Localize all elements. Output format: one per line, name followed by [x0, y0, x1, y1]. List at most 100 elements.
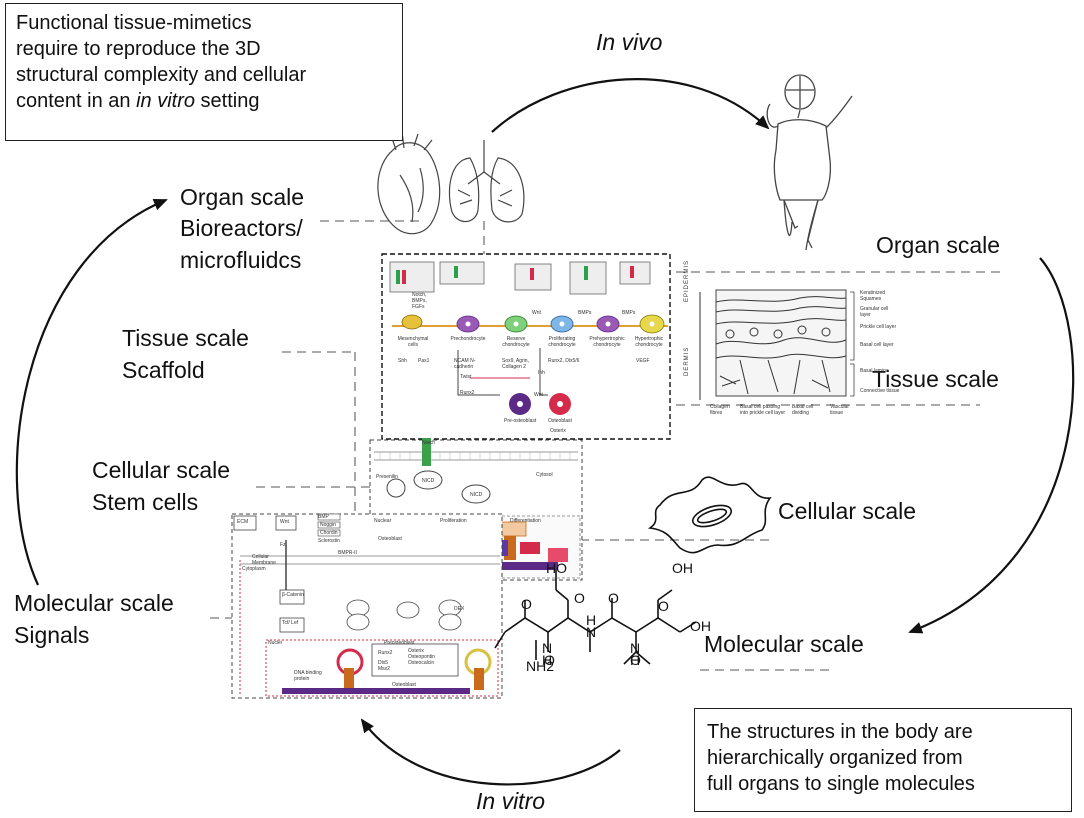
atom-n-3: N — [630, 640, 641, 656]
left-organ-scale-label: Organ scale — [180, 184, 305, 210]
atom-o-3: O — [608, 590, 619, 606]
atom-o-4: O — [544, 652, 555, 668]
atom-o-5: O — [630, 652, 641, 668]
atom-o-2: O — [521, 596, 532, 612]
arrow-right-descending — [908, 257, 1075, 634]
chondro-marker-1: Shh — [398, 358, 407, 364]
chondro-factor-4: BMPs — [622, 310, 636, 316]
left-cellular-sub-label: Stem cells — [92, 489, 199, 515]
summary-line-1: The structures in the body are — [707, 721, 973, 743]
arrow-in-vitro — [360, 718, 621, 786]
notch-panel-text: Notch Cytosol Presenilin NICD NICD Nucle… — [370, 440, 582, 580]
intro-line-4-prefix: content in an — [16, 90, 137, 112]
left-molecular-scale-label: Molecular scale — [14, 590, 174, 616]
skin-bottom-4: Vascular tissue — [830, 404, 850, 416]
summary-text-box: The structures in the body are hierarchi… — [694, 708, 1072, 812]
chondro-marker-4: Sox9, Agrin, Collagen 2 — [502, 358, 529, 370]
peptide-molecule — [494, 570, 697, 665]
bmp-label: BMP — [318, 514, 329, 520]
atom-h-1: H — [542, 652, 553, 668]
cell-sketch-icon — [647, 476, 772, 554]
chondro-factor-1: Notch, BMPs, FGFs — [412, 292, 427, 310]
summary-line-3: full organs to single molecules — [707, 773, 975, 795]
osterix-label: Osterix Osteopontin Osteocalcin — [408, 648, 435, 666]
intro-line-4-suffix: setting — [195, 90, 260, 112]
chondro-stage-2: Prechondrocyte — [450, 336, 486, 342]
dex-label: DEX — [454, 606, 465, 612]
intro-line-2: require to reproduce the 3D — [16, 38, 261, 60]
atom-oh-1: OH — [672, 560, 693, 576]
presenilin-label: Presenilin — [376, 474, 398, 480]
chondro-lower-wnt: Wnt — [534, 392, 543, 398]
skin-dermis-label: DERMIS — [684, 346, 690, 376]
in-vitro-label: In vitro — [476, 788, 546, 814]
dashed-connectors — [210, 220, 1000, 671]
skin-panel-text: EPIDERMIS DERMIS Keratinized Squames Gra… — [684, 260, 930, 420]
chondro-marker-2: Pax1 — [418, 358, 430, 364]
atom-n-1: N — [542, 640, 553, 656]
human-figure-sketch-icon — [766, 74, 853, 251]
left-tissue-sub-label: Scaffold — [122, 357, 205, 383]
skin-right-6: Connective tissue — [860, 388, 900, 394]
intro-text-box: Functional tissue-mimetics require to re… — [5, 3, 403, 141]
atom-ho: HO — [546, 560, 567, 576]
left-tissue-scale-label: Tissue scale — [122, 325, 249, 351]
bmpr-label: BMPR-II — [338, 550, 357, 556]
chondro-lower-twist: Twist — [460, 374, 472, 380]
dlx5-label: Dlx5 Msx2 — [378, 660, 390, 672]
skin-section-panel — [699, 289, 855, 400]
atom-oh-2: OH — [690, 618, 711, 634]
skin-right-2: Granular cell layer — [860, 306, 889, 318]
skin-right-4: Basal cell layer — [860, 342, 894, 348]
fz-label: Fz — [280, 542, 286, 548]
atom-o-6: O — [658, 598, 669, 614]
atom-o-1: O — [574, 590, 585, 606]
heart-sketch-icon — [377, 131, 441, 235]
skin-right-1: Keratinized Squames — [860, 290, 886, 302]
intro-line-1: Functional tissue-mimetics — [16, 12, 252, 34]
in-vivo-label: In vivo — [596, 29, 663, 55]
tcf-lef-label: Tcf/ Lef — [282, 620, 299, 626]
atom-h-2: H — [586, 612, 597, 628]
membrane-label: Cellular Membrane — [252, 554, 276, 566]
right-organ-scale-label: Organ scale — [876, 232, 1001, 258]
chondro-marker-5: Runx2, Dlx5/6 — [548, 358, 580, 364]
arrow-in-vivo — [491, 78, 770, 133]
osteoblast-label-2: Osteoblast — [392, 682, 416, 688]
chondro-marker-7: VEGF — [636, 358, 650, 364]
intro-line-4: content in an in vitro setting — [16, 88, 392, 114]
skin-bottom-2: Basal cell passing into prickle cell lay… — [740, 404, 786, 416]
chondro-stage-4: Proliferating chondrocyte — [548, 336, 576, 348]
runx2-label: Runx2 — [378, 650, 393, 656]
intro-line-3: structural complexity and cellular — [16, 64, 307, 86]
atom-n-2: N — [586, 624, 597, 640]
signal-panel-text: ECM Wnt BMP Noggin Chordin Sclerostin Fz… — [232, 514, 502, 698]
atom-nh2: NH2 — [526, 658, 555, 674]
right-molecular-scale-label: Molecular scale — [704, 631, 864, 657]
nuclear-label: Nuclear — [374, 518, 392, 524]
beta-catenin-label: β-Catenin — [282, 592, 304, 598]
chondro-marker-3: NCAM N-cadherin — [454, 358, 476, 370]
chondro-lower-preosteoblast: Pre-osteoblast — [504, 418, 537, 424]
atom-h-3: H — [630, 652, 641, 668]
proliferation-label: Proliferation — [440, 518, 467, 524]
chondro-factor-2: Wnt — [532, 310, 541, 316]
preosteoblast-label: Preosteoblast — [384, 640, 415, 646]
chondro-factor-3: BMPs — [578, 310, 592, 316]
sclerostin-label: Sclerostin — [318, 538, 340, 544]
summary-line-2: hierarchically organized from — [707, 747, 963, 769]
dna-binding-label: DNA binding protein — [294, 670, 322, 682]
notch-label: Notch — [422, 440, 436, 446]
noggin-label: Noggin — [320, 522, 336, 528]
chondro-stage-3: Reserve chondrocyte — [502, 336, 530, 348]
skin-epidermis-label: EPIDERMIS — [684, 259, 690, 302]
chondrocyte-lineage-panel — [381, 253, 671, 440]
lungs-sketch-icon — [448, 140, 525, 223]
chondro-stage-5: Prehypertrophic chondrocyte — [589, 336, 625, 348]
wnt-label: Wnt — [280, 519, 289, 525]
osteoblast-label: Osteoblast — [378, 536, 402, 542]
left-molecular-sub-label: Signals — [14, 622, 90, 648]
differentiation-label: Differentiation — [510, 518, 541, 524]
chondro-marker-6: Ihh — [538, 370, 545, 376]
